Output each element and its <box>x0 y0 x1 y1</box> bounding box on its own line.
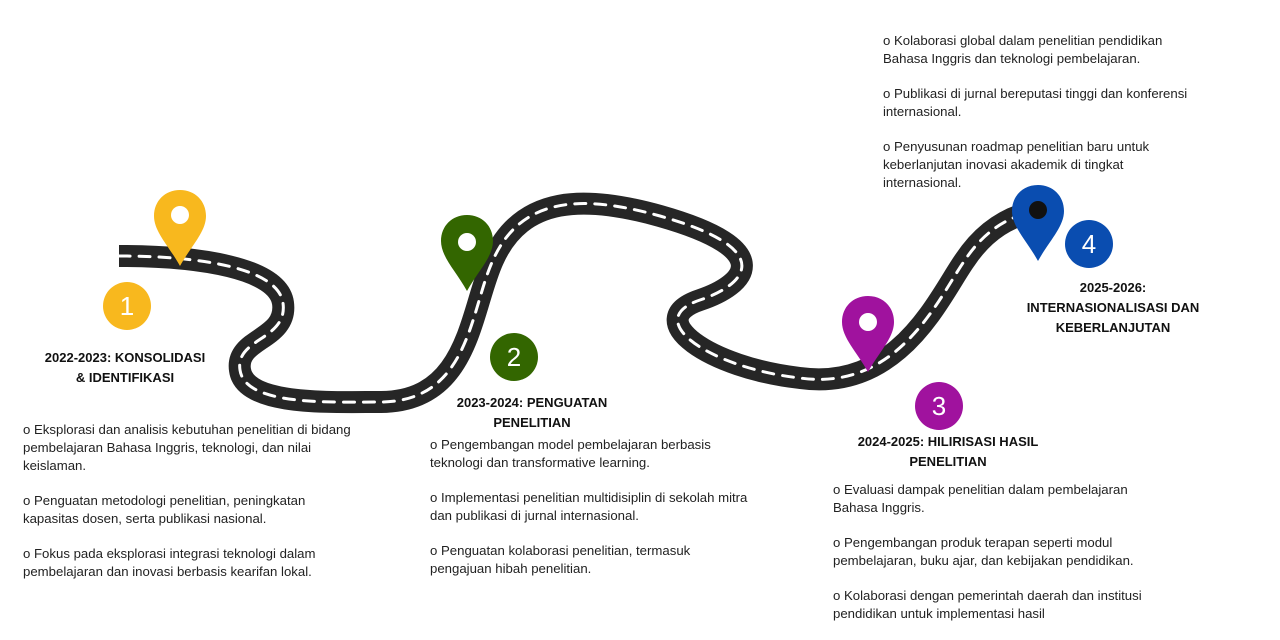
stage-items: o Evaluasi dampak penelitian dalam pembe… <box>833 481 1143 640</box>
list-item: o Implementasi penelitian multidisiplin … <box>430 490 748 523</box>
stage-items: o Kolaborasi global dalam penelitian pen… <box>883 32 1203 209</box>
list-item: o Penyusunan roadmap penelitian baru unt… <box>883 139 1150 190</box>
map-pin-icon <box>842 296 894 372</box>
list-item: o Kolaborasi global dalam penelitian pen… <box>883 33 1163 66</box>
stage-items: o Eksplorasi dan analisis kebutuhan pene… <box>23 421 353 598</box>
map-pin-icon <box>1012 185 1064 261</box>
list-item: o Publikasi di jurnal bereputasi tinggi … <box>883 86 1188 119</box>
stage-number-badge: 3 <box>915 382 963 430</box>
map-pin-icon <box>154 190 206 266</box>
list-item: o Penguatan metodologi penelitian, penin… <box>23 493 306 526</box>
stage-title: 2022-2023: KONSOLIDASI& IDENTIFIKASI <box>44 350 206 385</box>
list-item: o Fokus pada eksplorasi integrasi teknol… <box>23 546 316 579</box>
road-surface <box>118 192 1043 414</box>
list-item: o Penguatan kolaborasi penelitian, terma… <box>430 543 691 576</box>
road-center-dashes <box>117 202 1042 404</box>
stage-number-badge: 1 <box>103 282 151 330</box>
stage-items: o Pengembangan model pembelajaran berbas… <box>430 436 750 595</box>
list-item: o Kolaborasi dengan pemerintah daerah da… <box>833 588 1142 621</box>
list-item: o Pengembangan model pembelajaran berbas… <box>430 437 711 470</box>
list-item: o Evaluasi dampak penelitian dalam pembe… <box>833 482 1128 515</box>
list-item: o Eksplorasi dan analisis kebutuhan pene… <box>23 422 351 473</box>
list-item: o Pengembangan produk terapan seperti mo… <box>833 535 1134 568</box>
map-pin-icon <box>441 215 493 291</box>
stage-number-badge: 2 <box>490 333 538 381</box>
stage-number-badge: 4 <box>1065 220 1113 268</box>
